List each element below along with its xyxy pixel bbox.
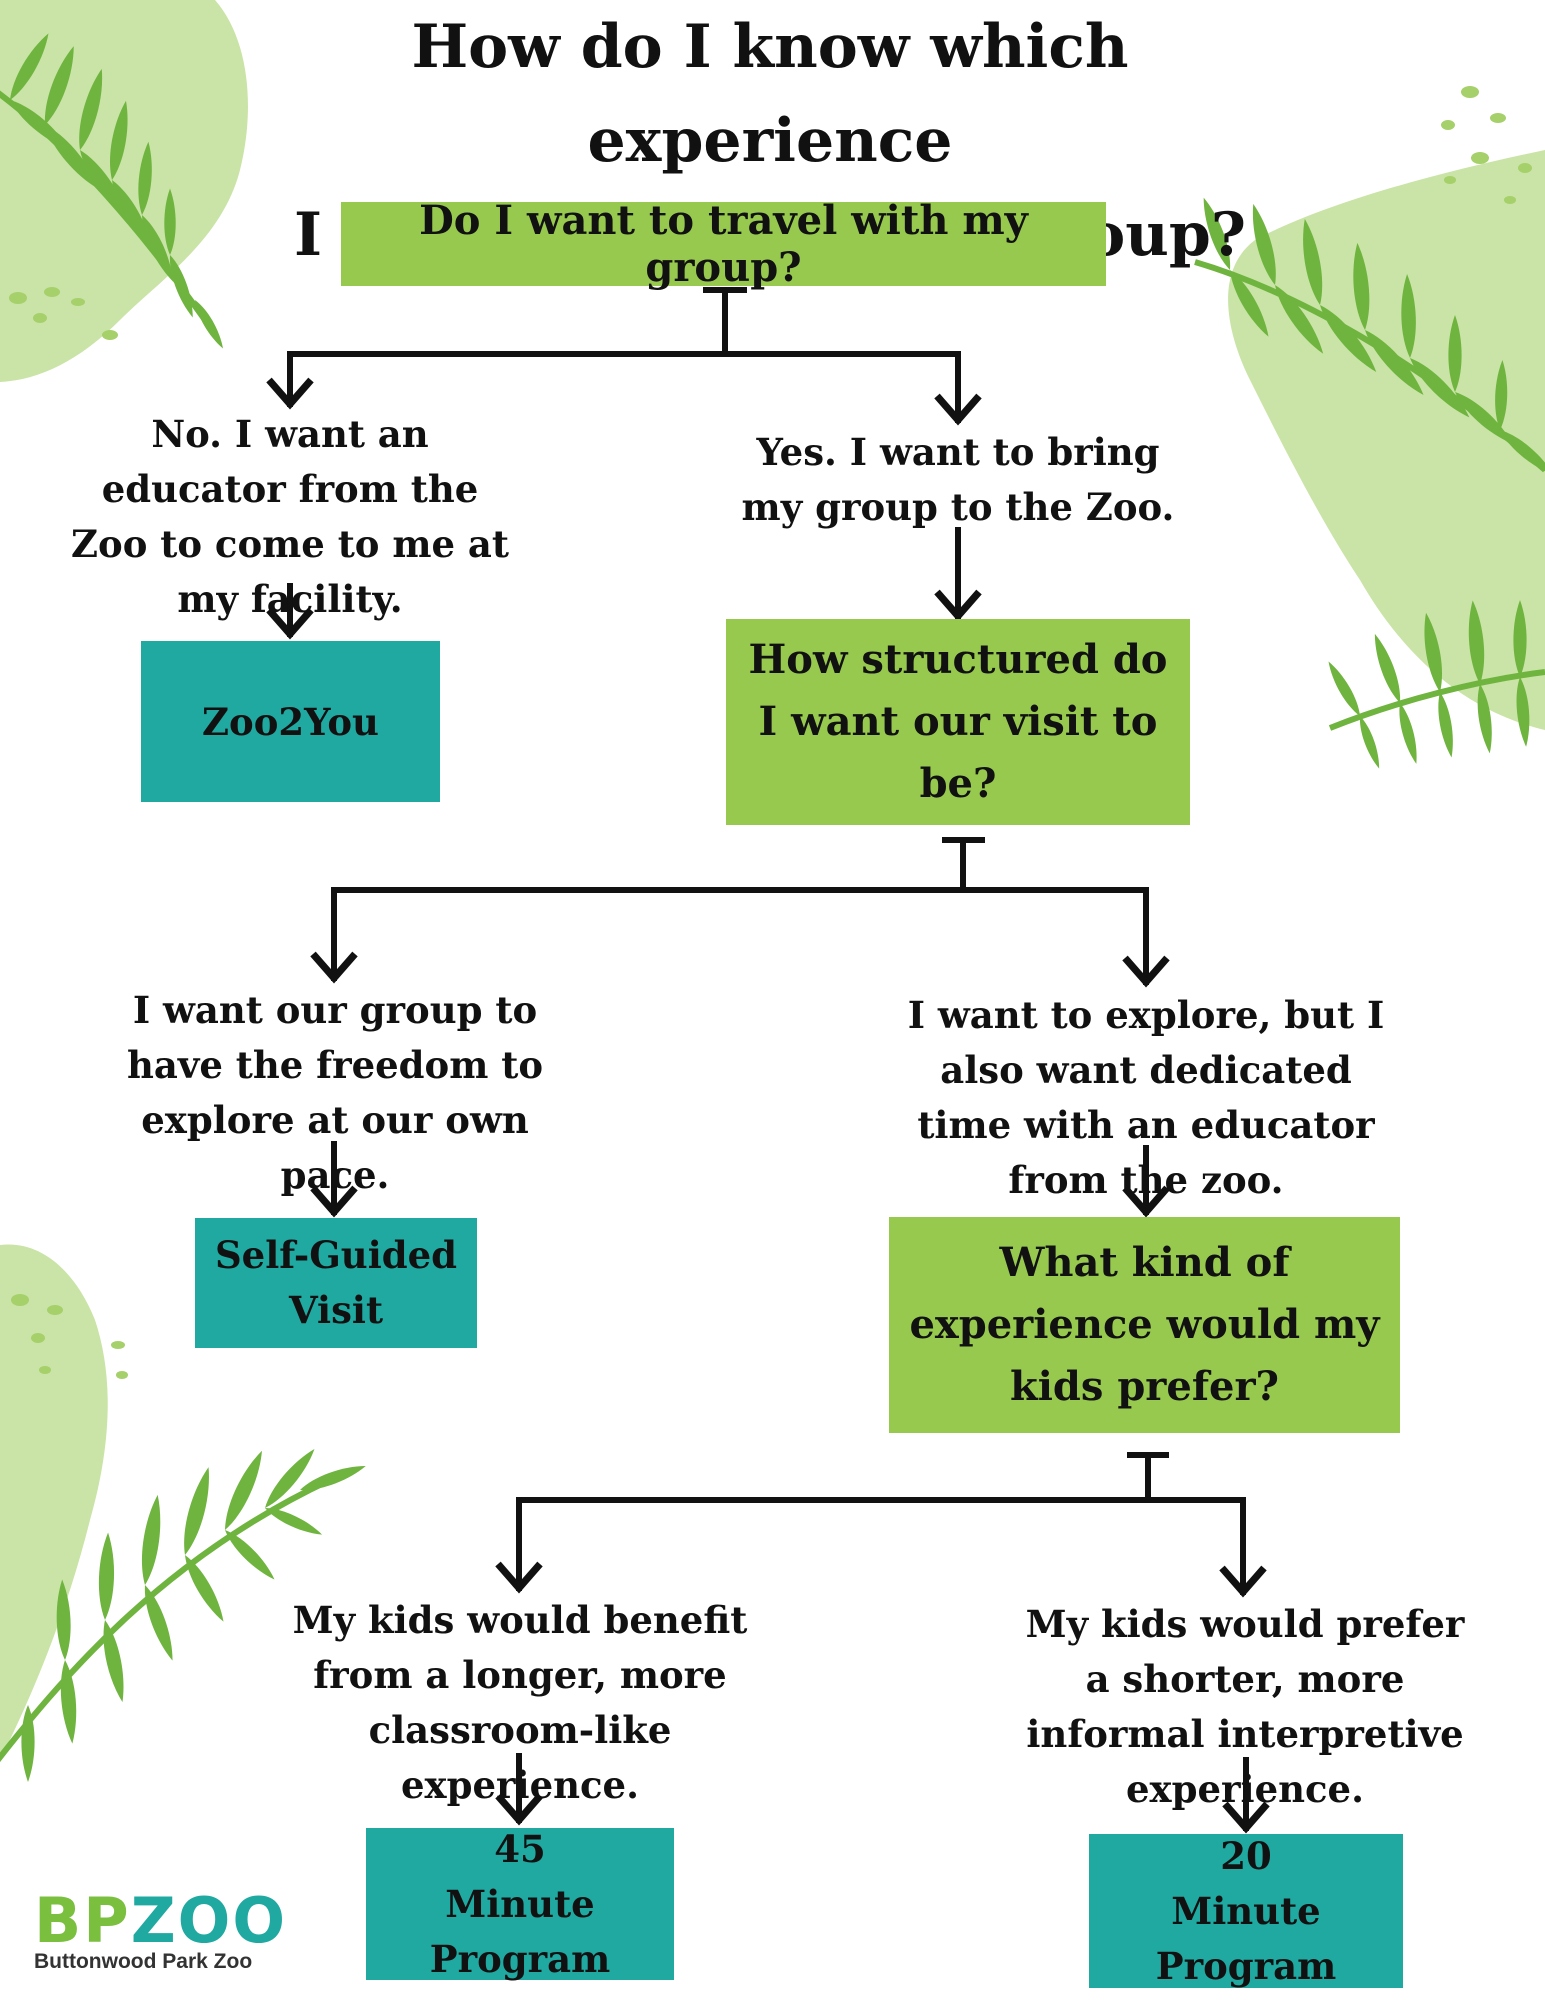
fern-top-left <box>0 30 228 351</box>
result-program-45: 45 Minute Program <box>366 1827 674 1981</box>
choice-travel-no: No. I want an educator from the Zoo to c… <box>71 412 509 621</box>
question-structure: How structured do I want our visit to be… <box>726 619 1190 825</box>
result-zoo2you: Zoo2You <box>141 641 440 802</box>
dots <box>9 86 1532 1379</box>
result-self-guided-label: Self-Guided Visit <box>214 1233 458 1332</box>
choice-travel-yes: Yes. I want to bring my group to the Zoo… <box>741 430 1175 529</box>
blob-right <box>1228 150 1545 730</box>
question-structure-label: How structured do I want our visit to be… <box>748 636 1168 807</box>
logo-subtitle: Buttonwood Park Zoo <box>34 1950 253 1973</box>
result-program-45-label: 45 Minute Program <box>429 1826 611 1981</box>
fern-right-lower <box>1323 599 1545 771</box>
result-program-20-label: 20 Minute Program <box>1155 1833 1337 1988</box>
question-travel: Do I want to travel with my group? <box>341 197 1106 291</box>
question-experience-label: What kind of experience would my kids pr… <box>909 1239 1380 1410</box>
choice-shorter: My kids would prefer a shorter, more inf… <box>1025 1602 1465 1811</box>
connector-q3-tee <box>1127 1452 1169 1503</box>
logo-wordmark: BPZOO <box>34 1890 287 1952</box>
logo-bp: BP <box>34 1884 131 1957</box>
question-experience: What kind of experience would my kids pr… <box>889 1217 1400 1433</box>
result-self-guided: Self-Guided Visit <box>195 1218 477 1348</box>
result-program-20: 20 Minute Program <box>1089 1834 1403 1988</box>
question-travel-label: Do I want to travel with my group? <box>419 197 1028 291</box>
fern-right-upper <box>1194 195 1545 480</box>
choice-longer: My kids would benefit from a longer, mor… <box>292 1598 748 1807</box>
blob-bottom-left <box>0 1244 108 1760</box>
connector-q1-tee <box>703 287 747 357</box>
title-line-1: How do I know which experience <box>411 12 1129 176</box>
fern-bottom-left <box>0 1444 368 1782</box>
logo-zoo: ZOO <box>130 1884 288 1957</box>
connector-q2-tee <box>942 837 985 893</box>
choice-educator: I want to explore, but I also want dedic… <box>907 993 1385 1202</box>
result-zoo2you-label: Zoo2You <box>202 699 379 744</box>
bpzoo-logo: BPZOO Buttonwood Park Zoo <box>34 1890 287 1974</box>
choice-freedom: I want our group to have the freedom to … <box>126 988 544 1197</box>
